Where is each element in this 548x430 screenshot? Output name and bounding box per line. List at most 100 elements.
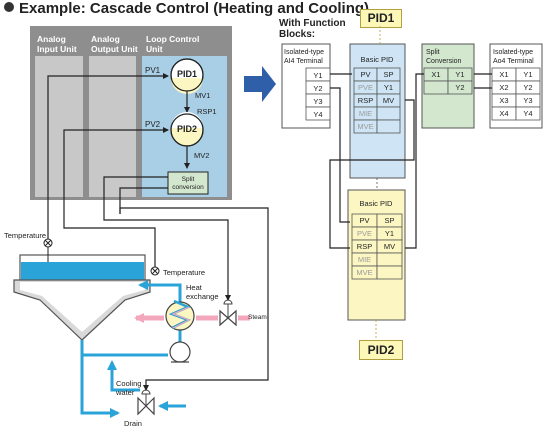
ai4-y1: Y1 — [313, 71, 322, 80]
ao4-label-3-1: Y4 — [523, 109, 532, 118]
loop-control-title-line1: Loop Control — [146, 34, 199, 44]
function-block-diagram: Isolated-type AI4 Terminal Y1 Y2 Y3 Y4 B… — [281, 26, 543, 340]
steam-valve-signal-wire — [103, 214, 231, 301]
loop-control-header — [142, 32, 227, 56]
heat-exchange-label-line1: Heat — [186, 283, 203, 292]
pid2-label-1-0: PVE — [357, 229, 372, 238]
pid1-label-0-0: PV — [360, 70, 370, 79]
pid1-label-4-0: MVE — [357, 122, 373, 131]
tank-temperature-label: Temperature — [4, 231, 46, 240]
pid2-label-1-1: Y1 — [385, 229, 394, 238]
ai4-y4-cell — [305, 106, 331, 121]
cooling-water-label-line1: Cooling — [116, 379, 141, 388]
split-title-line2: Conversion — [426, 58, 462, 65]
pid2-cell-3-1 — [376, 252, 403, 267]
ai4-terminal-block: Isolated-type AI4 Terminal Y1 Y2 Y3 Y4 — [281, 43, 331, 129]
analog-output-title-line1: Analog — [91, 34, 120, 44]
pid1-label-2-0: RSP — [358, 96, 373, 105]
split-conversion-line2: conversion — [172, 184, 204, 191]
ao4-label-2-1: Y3 — [523, 96, 532, 105]
ao4-label-3-0: X4 — [499, 109, 508, 118]
analog-output-title-line2: Output Unit — [91, 44, 138, 54]
steam-valve-actuator — [223, 299, 233, 305]
ai4-title-line1: Isolated-type — [284, 49, 324, 56]
ao4-title-line1: Isolated-type — [493, 49, 533, 56]
split-conversion-line1: Split — [182, 176, 195, 183]
exchanger-temperature-label: Temperature — [163, 268, 205, 277]
ao4-label-1-0: X2 — [499, 83, 508, 92]
process-plant: Temperature Temperature Heat exchange St… — [4, 200, 269, 428]
steam-label: Steam — [248, 314, 267, 321]
loop-control-title-line2: Unit — [146, 44, 163, 54]
analog-input-title-line1: Analog — [37, 34, 66, 44]
loop-control-internals: PV1 PID1 MV1 RSP1 PV2 PID2 MV2 Split con… — [47, 58, 217, 214]
split-cell-1-1 — [447, 80, 473, 95]
pv2-wire — [63, 127, 169, 200]
mv2-label: MV2 — [194, 151, 209, 160]
pid2-callout: PID2 — [359, 340, 403, 360]
pid2-label-2-1: MV — [384, 242, 395, 251]
split-label-0-1: Y1 — [455, 70, 464, 79]
rsp1-label: RSP1 — [197, 107, 217, 116]
wire-pid2mv-splitx1 — [405, 73, 424, 249]
pid1-callout: PID1 — [360, 9, 402, 28]
tank-sensor-cross — [44, 239, 52, 247]
pid2-label-0-0: PV — [359, 216, 369, 225]
pid1-cell-4-1 — [376, 119, 401, 134]
split-conversion-box — [167, 171, 209, 195]
cooling-valve-signal-wire — [119, 207, 269, 391]
pid1-cell-3-1 — [376, 106, 401, 121]
tank-bottom-inner — [20, 282, 145, 332]
cooling-water-label-line2: water — [115, 388, 135, 397]
pid2-callout-text: PID2 — [367, 343, 395, 357]
pid1-block-title: Basic PID — [361, 55, 395, 64]
pid1-circle-label: PID1 — [177, 69, 197, 79]
water-return-pipe — [80, 340, 168, 357]
pid1-label-1-1: Y1 — [384, 83, 393, 92]
mv1-label: MV1 — [195, 91, 210, 100]
pid2-block-title: Basic PID — [360, 199, 394, 208]
title-text: Example: Cascade Control (Heating and Co… — [19, 0, 370, 17]
pid2-label-0-1: SP — [384, 216, 394, 225]
cooling-valve-actuator — [141, 389, 151, 395]
ai4-y3: Y3 — [313, 97, 322, 106]
function-blocks-label: With Function Blocks: — [279, 18, 346, 40]
pid1-circle-fill — [171, 78, 203, 94]
pid1-label-0-1: SP — [383, 70, 393, 79]
split-output2-wire — [119, 187, 168, 214]
pv2-label: PV2 — [145, 120, 161, 129]
split-output1-wire — [103, 176, 168, 214]
pid2-cell-4-1 — [376, 265, 403, 280]
pv1-label: PV1 — [145, 66, 161, 75]
exchanger-sensor-cross — [151, 267, 159, 275]
pid1-label-1-0: PVE — [358, 83, 373, 92]
function-blocks-label-line1: With Function — [279, 18, 346, 29]
analog-output-header — [89, 32, 136, 56]
heat-exchange-label-line2: exchange — [186, 292, 219, 301]
bullet-icon — [4, 2, 14, 12]
pid1-label-3-0: MIE — [359, 109, 372, 118]
function-blocks-label-line2: Blocks: — [279, 29, 316, 40]
split-label-0-0: X1 — [431, 70, 440, 79]
ao4-title-line2: Ao4 Terminal — [493, 58, 534, 65]
ao4-label-0-0: X1 — [499, 70, 508, 79]
analog-input-header — [35, 32, 83, 56]
analog-input-unit — [35, 32, 83, 197]
analog-output-unit — [89, 32, 136, 197]
wire-ai4y2-pid2pv — [330, 87, 350, 223]
split-label-1-1: Y2 — [455, 83, 464, 92]
wire-pid1mv-pid2rsp — [329, 99, 415, 249]
drain-label: Drain — [124, 419, 142, 428]
page-title: Example: Cascade Control (Heating and Co… — [4, 0, 369, 17]
ao4-label-1-1: Y2 — [523, 83, 532, 92]
ai4-title-line2: AI4 Terminal — [284, 58, 323, 65]
